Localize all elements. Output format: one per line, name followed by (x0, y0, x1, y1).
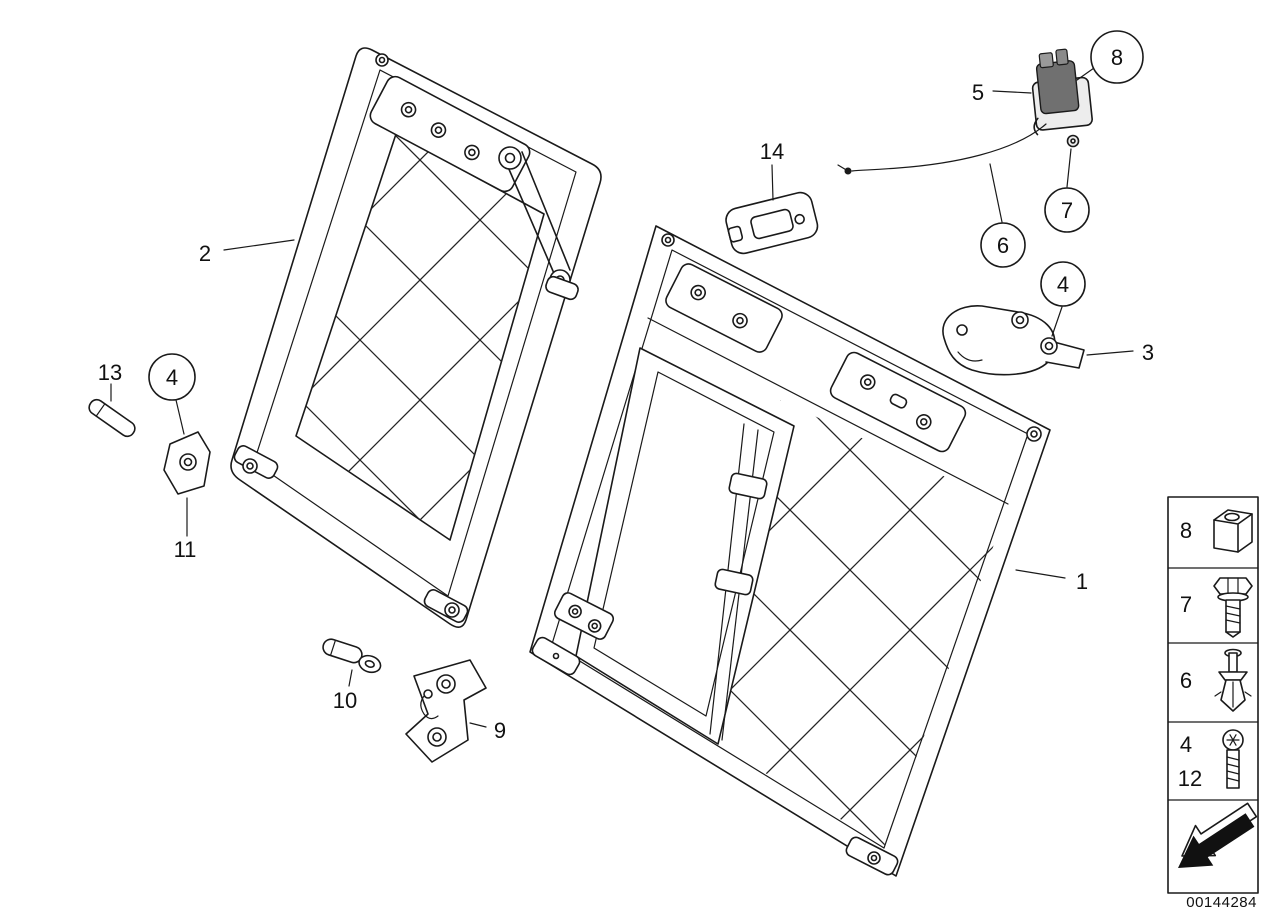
leader-7 (1066, 148, 1072, 188)
callout-6[interactable]: 6 (980, 222, 1026, 268)
leader-10 (348, 669, 353, 687)
callout-10[interactable]: 10 (333, 688, 357, 713)
callout-13[interactable]: 13 (98, 360, 122, 385)
leader-4-right (1051, 306, 1063, 337)
leader-lines (110, 67, 1134, 728)
legend-panel: 8 7 6 (1167, 496, 1259, 894)
legend-12-label[interactable]: 12 (1178, 766, 1202, 791)
seat-backrest-frame-left (230, 47, 602, 628)
striker-bracket-part-14 (725, 191, 819, 255)
rail-plate-right-2 (829, 351, 967, 453)
leader-14 (771, 164, 774, 201)
bowden-cable-part-6 (837, 123, 1047, 175)
callout-7[interactable]: 7 (1044, 187, 1090, 233)
lattice-left (296, 134, 544, 540)
legend-row-7[interactable]: 7 (1180, 577, 1253, 638)
rail-plate-left (369, 75, 531, 193)
clip-nut-icon (1213, 509, 1253, 553)
callout-7-circle[interactable] (1044, 187, 1090, 233)
callout-3-label[interactable]: 3 (1142, 340, 1154, 365)
callout-14-label[interactable]: 14 (760, 139, 784, 164)
seat-backrest-frame-right (529, 225, 1051, 877)
legend-row-arrow[interactable] (1178, 802, 1258, 868)
callout-5[interactable]: 5 (972, 80, 984, 105)
callout-6-label[interactable]: 6 (997, 233, 1009, 258)
hex-bolt-icon (1213, 577, 1253, 638)
callout-4-left-label[interactable]: 4 (166, 365, 178, 390)
document-number: 00144284 (1186, 894, 1257, 910)
callout-8-label[interactable]: 8 (1111, 45, 1123, 70)
legend-4-label[interactable]: 4 (1180, 732, 1192, 757)
callout-4-right[interactable]: 4 (1040, 261, 1086, 307)
callout-1-label[interactable]: 1 (1076, 569, 1088, 594)
side-bracket-right (553, 592, 615, 640)
leader-1 (1015, 569, 1066, 579)
mounting-bracket-part-11 (163, 431, 211, 495)
callout-9[interactable]: 9 (494, 718, 506, 743)
hinge-fitting-part-3 (942, 305, 1085, 376)
callout-2[interactable]: 2 (199, 241, 211, 266)
seat-lock-part-5 (1031, 48, 1093, 136)
torx-screw-icon (1222, 729, 1244, 789)
callout-3[interactable]: 3 (1142, 340, 1154, 365)
bushing-screw-part-10 (322, 638, 382, 674)
leader-8 (1076, 67, 1095, 81)
rail-plate-right-1 (665, 263, 783, 353)
callout-4-right-label[interactable]: 4 (1057, 272, 1069, 297)
callout-8[interactable]: 8 (1090, 30, 1144, 84)
callout-5-label[interactable]: 5 (972, 80, 984, 105)
leader-4-left (175, 399, 185, 435)
callout-4-left[interactable]: 4 (148, 353, 196, 401)
callout-2-label[interactable]: 2 (199, 241, 211, 266)
callout-4-right-circle[interactable] (1040, 261, 1086, 307)
callout-11[interactable]: 11 (174, 537, 197, 562)
lattice-right (718, 400, 1008, 846)
lock-bolt-part-7-target (1066, 134, 1080, 148)
callout-8-circle[interactable] (1090, 30, 1144, 84)
support-bracket-part-9 (405, 659, 487, 763)
centre-hatch (575, 347, 795, 745)
legend-row-8[interactable]: 8 (1180, 509, 1253, 553)
corner-feet-right (531, 233, 1042, 876)
leader-6 (989, 163, 1003, 223)
callout-11-label[interactable]: 11 (174, 537, 197, 562)
callout-9-label[interactable]: 9 (494, 718, 506, 743)
leader-3 (1086, 350, 1134, 356)
legend-7-label[interactable]: 7 (1180, 592, 1192, 617)
callout-14[interactable]: 14 (760, 139, 784, 164)
legend-6-label[interactable]: 6 (1180, 668, 1192, 693)
legend-row-6[interactable]: 6 (1180, 648, 1252, 712)
direction-arrow-icon (1178, 802, 1258, 868)
corner-feet-left (233, 53, 469, 623)
callout-10-label[interactable]: 10 (333, 688, 357, 713)
callout-13-label[interactable]: 13 (98, 360, 122, 385)
legend-row-4-12[interactable]: 4 12 (1178, 729, 1244, 791)
pin-part-13 (88, 398, 136, 438)
hinge-arm-left (498, 146, 579, 301)
callout-7-label[interactable]: 7 (1061, 198, 1073, 223)
callout-4-left-circle[interactable] (148, 353, 196, 401)
legend-8-label[interactable]: 8 (1180, 518, 1192, 543)
callout-1[interactable]: 1 (1076, 569, 1088, 594)
expansion-rivet-icon (1214, 648, 1252, 712)
leader-2 (223, 239, 295, 251)
callout-6-circle[interactable] (980, 222, 1026, 268)
leader-9 (469, 722, 487, 728)
leader-5 (992, 90, 1032, 94)
